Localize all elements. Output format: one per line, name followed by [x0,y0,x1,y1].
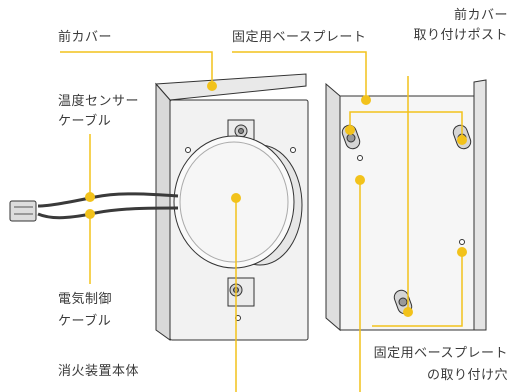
callout-dots [85,81,467,317]
temp-sensor-cable [37,192,179,208]
front-cover-part [154,73,307,101]
label-control-cable-line1: 電気制御 [58,292,113,307]
label-control-cable-line2: ケーブル [58,314,112,329]
label-base-plate: 固定用ベースプレート [232,30,367,45]
label-temp-sensor-cable-line2: ケーブル [58,114,112,129]
callout-lines [60,51,463,392]
control-cable [37,206,179,220]
extinguisher-assembly [9,73,309,341]
label-front-cover: 前カバー [58,30,113,45]
cable-connector [9,200,37,222]
label-front-cover-post-line2: 取り付けポスト [413,28,508,43]
label-base-plate-holes-line1: 固定用ベースプレート [373,346,508,361]
base-plate-assembly [325,79,487,332]
label-extinguisher-body: 消火装置本体 [58,364,140,379]
label-front-cover-post-line1: 前カバー [453,8,508,23]
label-base-plate-holes-line2: の取り付け穴 [426,368,508,383]
label-temp-sensor-cable-line1: 温度センサー [58,94,140,109]
